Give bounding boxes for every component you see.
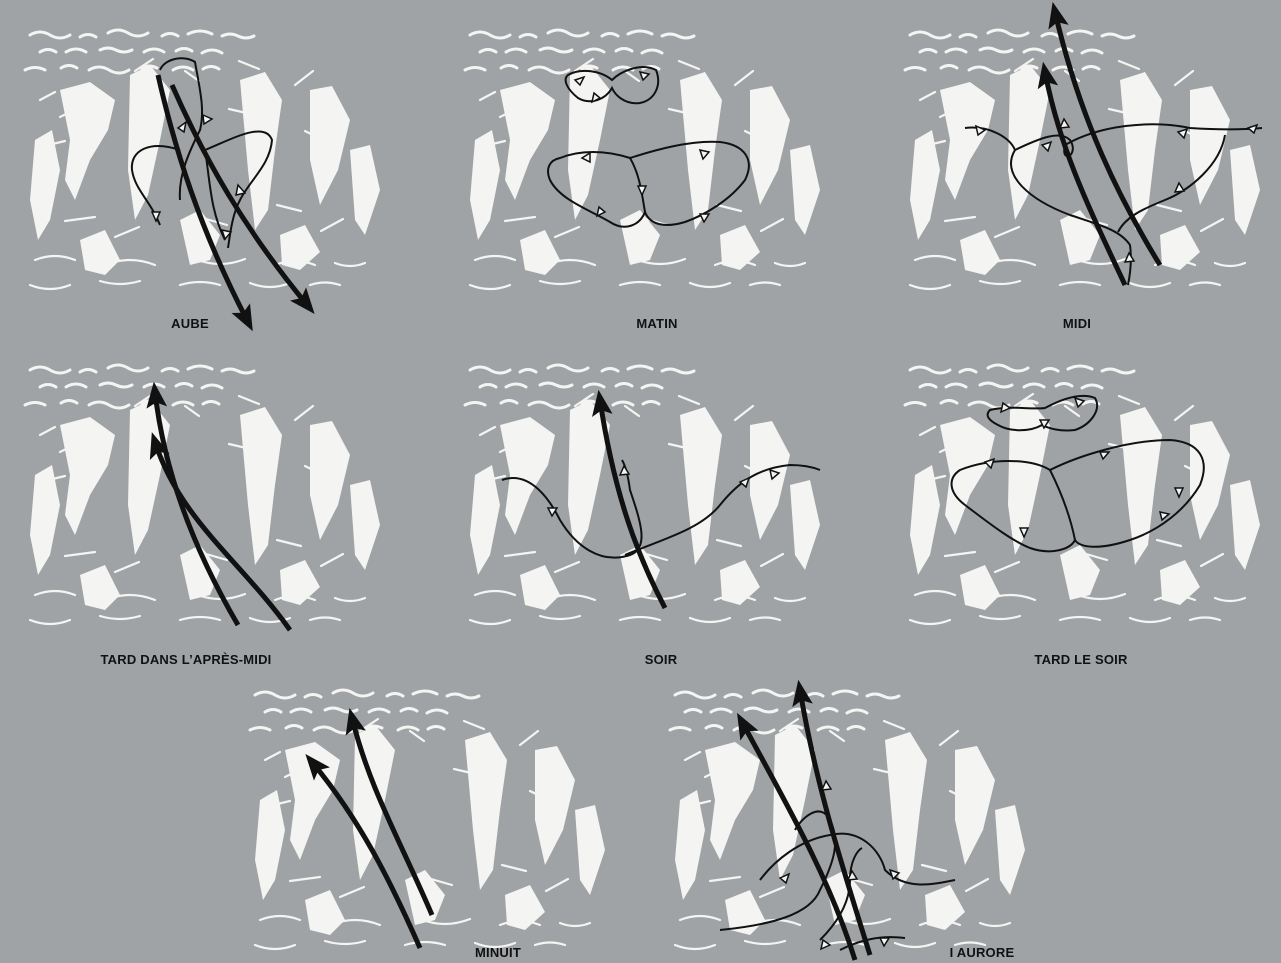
- label-midi: MIDI: [1063, 316, 1091, 331]
- panel-tard-le-soir-arrows: [952, 396, 1204, 551]
- label-matin: MATIN: [636, 316, 677, 331]
- label-minuit: MINUIT: [475, 945, 521, 960]
- label-aube: AUBE: [171, 316, 209, 331]
- label-aurore: I AURORE: [950, 945, 1015, 960]
- label-tard-le-soir: TARD LE SOIR: [1034, 652, 1127, 667]
- label-soir: SOIR: [645, 652, 678, 667]
- label-tard-apres-midi: TARD DANS L’APRÈS-MIDI: [101, 652, 272, 667]
